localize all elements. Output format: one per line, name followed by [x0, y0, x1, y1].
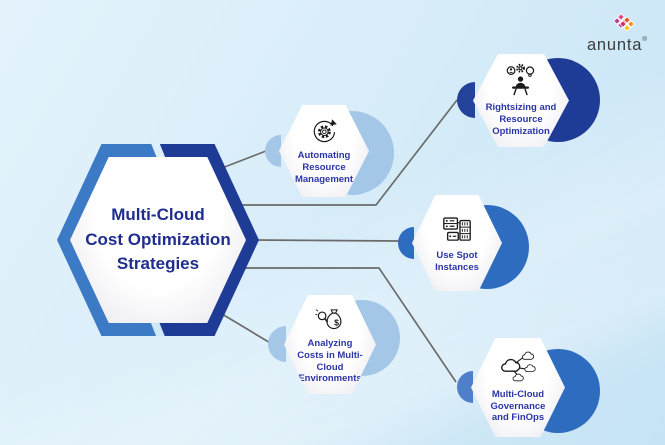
- anunta-wordmark: anunta®: [586, 36, 648, 54]
- strategy-node-automating-resource-management: Automating Resource Management: [279, 103, 369, 199]
- svg-text:$: $: [334, 317, 339, 327]
- node-label: Analyzing Costs in Multi- Cloud Environm…: [297, 337, 363, 385]
- central-hexagon: Multi-Cloud Cost Optimization Strategies: [57, 144, 259, 336]
- anunta-knot-icon: [613, 13, 635, 32]
- gear-sync-automation-icon: [313, 119, 337, 143]
- anunta-logo: anunta®: [572, 11, 662, 55]
- connector-semicircle-automating: [265, 135, 281, 167]
- strategy-node-governance-finops: Multi-Cloud Governance and FinOps: [471, 336, 565, 439]
- central-hexagon-face: Multi-Cloud Cost Optimization Strategies: [70, 157, 246, 323]
- hexagon-tile: $ Analyzing Costs in Multi- Cloud Enviro…: [284, 295, 376, 394]
- strategy-node-rightsizing-resource-optimization: Rightsizing and Resource Optimization: [473, 52, 569, 149]
- connector-line-rightsizing: [235, 99, 458, 206]
- central-title-line: Cost Optimization: [85, 229, 231, 249]
- central-title-line: Strategies: [116, 254, 200, 274]
- server-stack-icon: [443, 216, 471, 241]
- connector-line-governance: [235, 267, 457, 383]
- connector-line-automating: [221, 150, 267, 169]
- connector-semicircle-rightsizing: [457, 82, 475, 118]
- hexagon-tile: Automating Resource Management: [279, 104, 369, 198]
- node-label: Multi-Cloud Governance and FinOps: [490, 388, 546, 424]
- hexagon-tile: Rightsizing and Resource Optimization: [473, 53, 569, 148]
- central-title: Multi-Cloud Cost Optimization Strategies: [85, 203, 230, 277]
- presenter-gear-bulb-icon: [506, 63, 535, 96]
- node-label: Use Spot Instances: [435, 249, 479, 273]
- strategy-node-use-spot-instances: Use Spot Instances: [412, 193, 502, 293]
- cloud-network-icon: [501, 351, 536, 381]
- connector-line-use-spot: [249, 239, 401, 242]
- money-bag-magnifier-icon: $: [315, 309, 342, 329]
- strategy-node-analyzing-costs: $ Analyzing Costs in Multi- Cloud Enviro…: [284, 293, 376, 396]
- central-title-line: Multi-Cloud: [111, 205, 205, 225]
- connector-line-analyzing: [221, 313, 273, 345]
- registered-mark: ®: [642, 36, 648, 43]
- connector-semicircle-analyzing: [268, 326, 286, 362]
- node-label: Automating Resource Management: [294, 150, 354, 185]
- connector-semicircle-governance: [457, 371, 473, 403]
- hexagon-tile: Multi-Cloud Governance and FinOps: [471, 338, 565, 437]
- hexagon-tile: Use Spot Instances: [412, 195, 502, 291]
- node-label: Rightsizing and Resource Optimization: [485, 102, 557, 137]
- connector-semicircle-use-spot: [398, 227, 414, 259]
